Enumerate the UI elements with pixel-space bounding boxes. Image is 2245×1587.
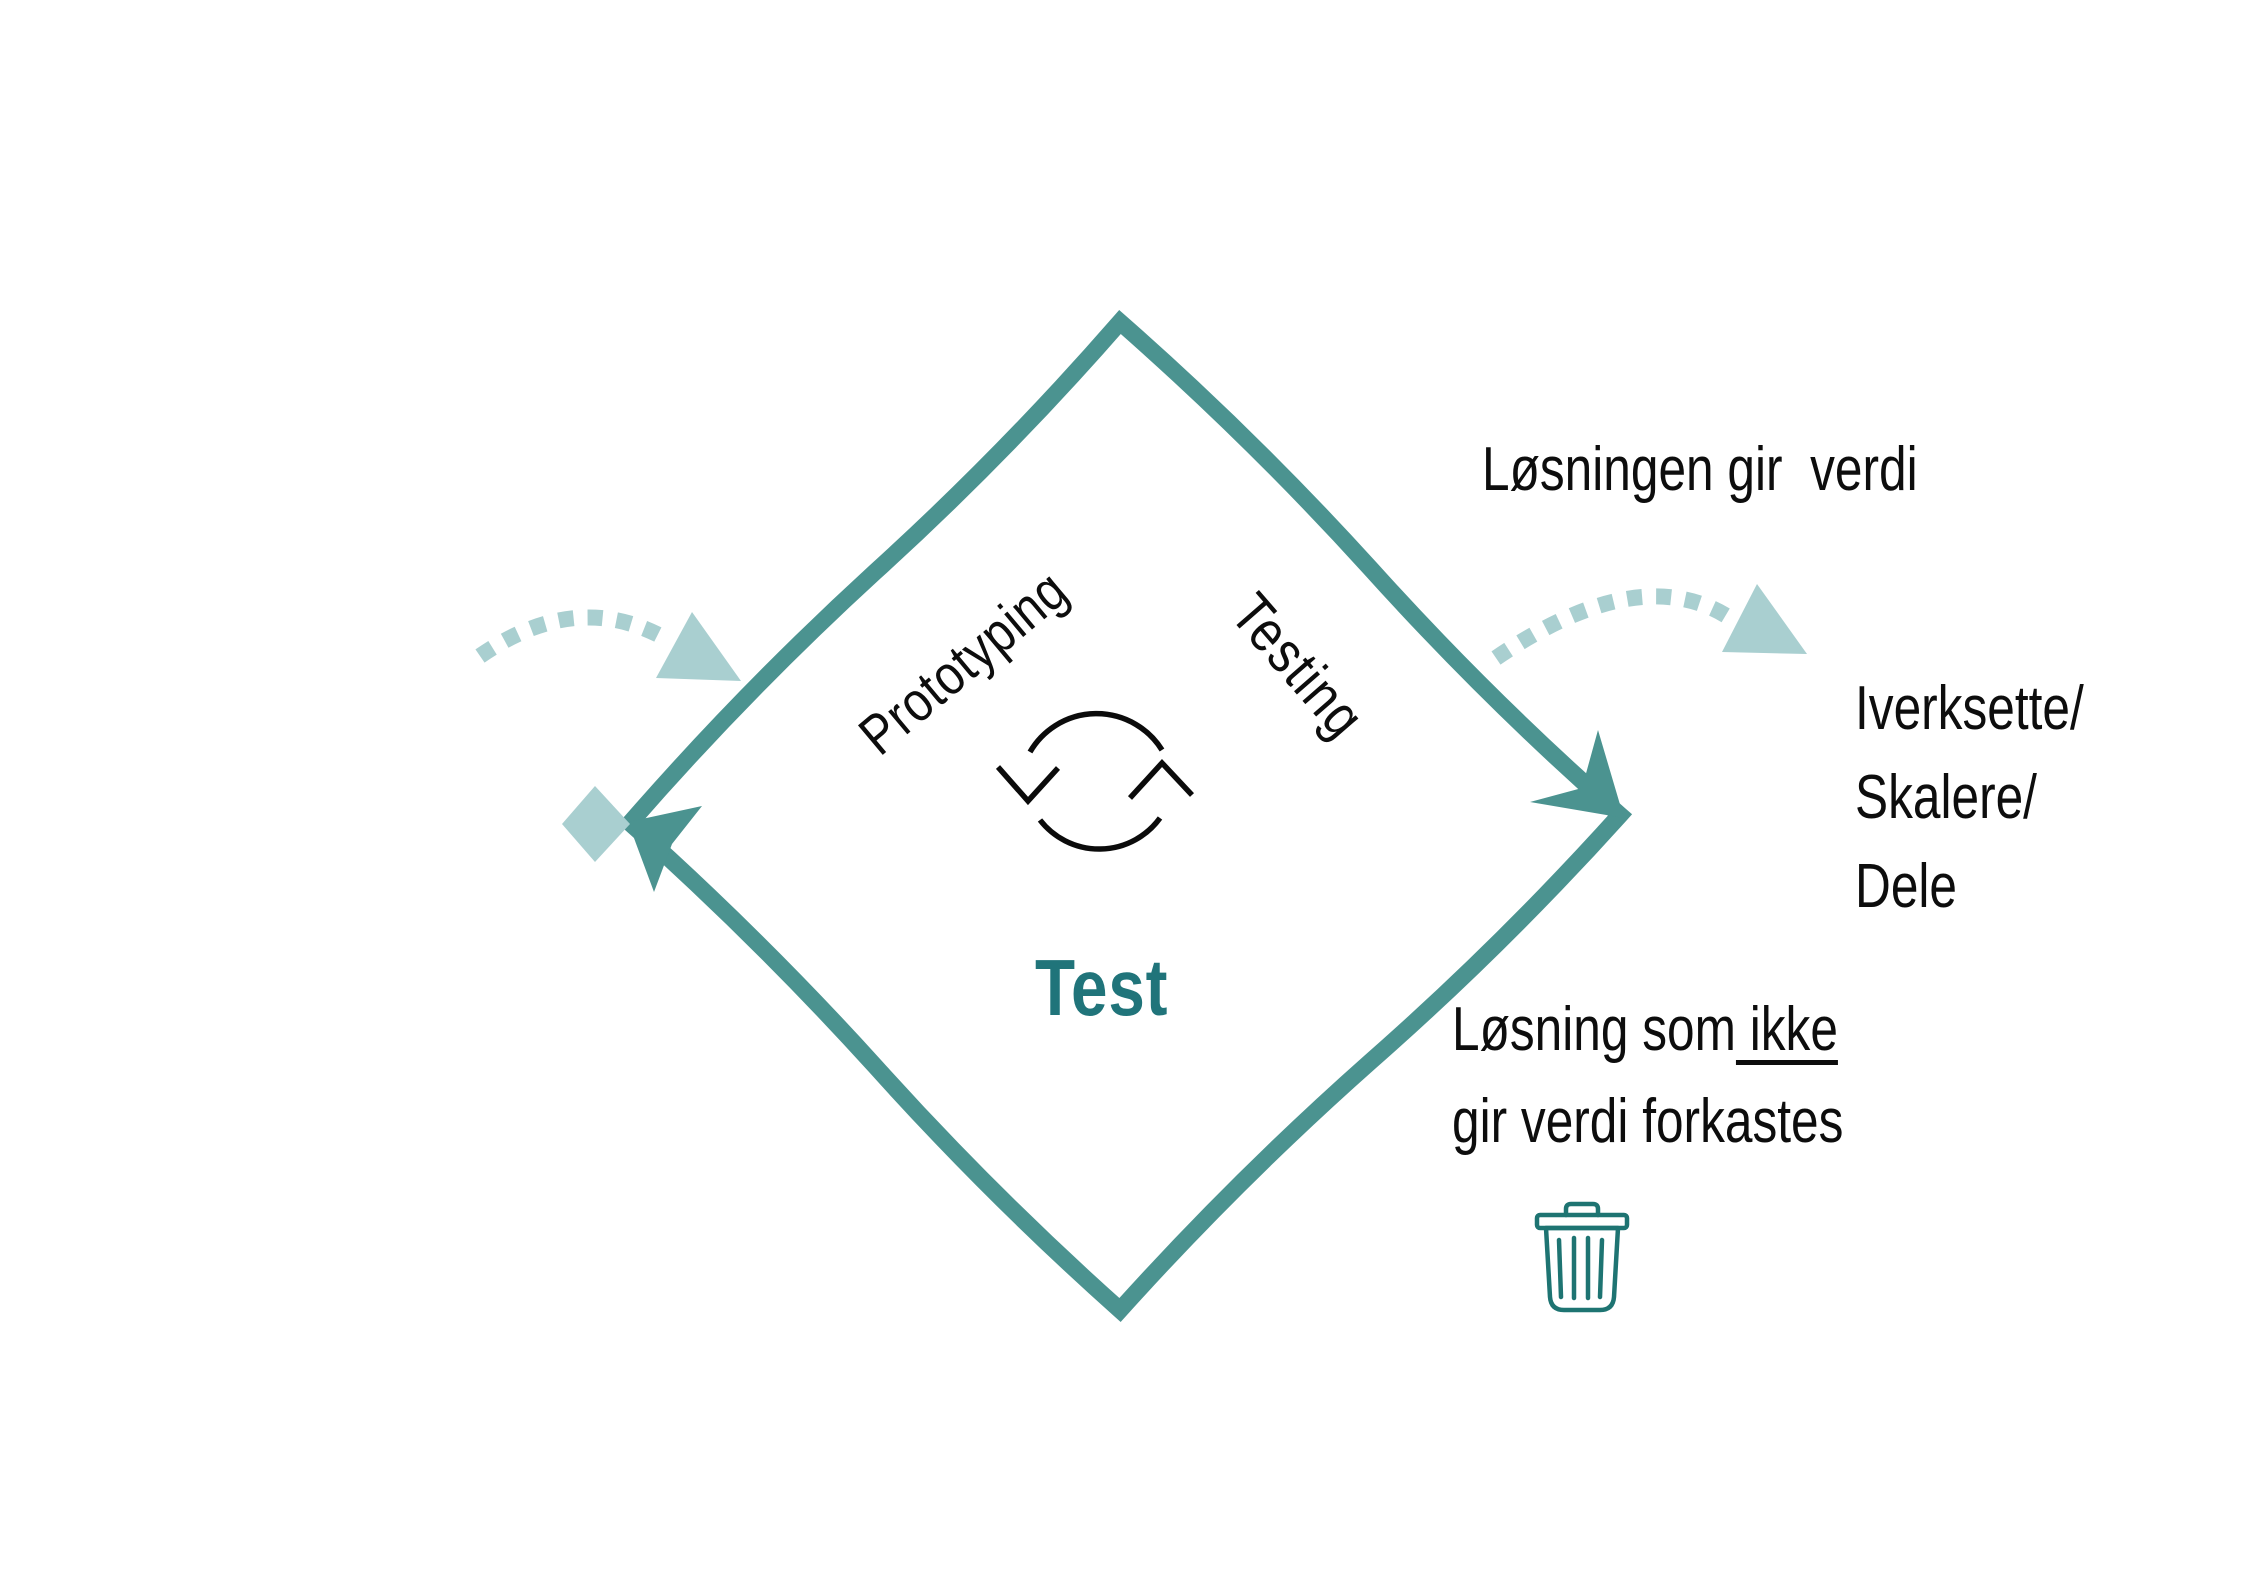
note-discard: Løsning som ikke gir verdi forkastes — [1452, 984, 1843, 1168]
cycle-top-arc — [1027, 710, 1165, 754]
small-diamond-marker — [562, 786, 630, 862]
note-discard-line-2: gir verdi forkastes — [1452, 1087, 1844, 1156]
dashed-exit-arc — [1491, 588, 1735, 665]
note-actions: Iverksette/ Skalere/ Dele — [1855, 664, 2084, 931]
note-discard-line-1: Løsning som ikke — [1452, 984, 1843, 1076]
trash-handle — [1563, 1201, 1601, 1218]
trash-icon — [1534, 1201, 1630, 1313]
cycle-arrowhead-up — [1127, 758, 1195, 800]
note-discard-line1-underlined: ikke — [1735, 995, 1838, 1064]
cycle-bottom-arc — [1037, 816, 1163, 852]
dashed-entry-arrow — [475, 609, 741, 681]
exit-arrowhead-triangle — [1722, 584, 1807, 654]
dashed-entry-arc — [475, 609, 672, 663]
trash-body — [1543, 1225, 1621, 1313]
diamond-flow-arrowhead-right — [1530, 730, 1624, 818]
note-action-line-1: Iverksette/ — [1855, 674, 2084, 743]
diamond-flow-arrowhead-left — [628, 806, 702, 892]
note-solution-gives-value: Løsningen gir verdi — [1482, 435, 1918, 504]
cycle-arrowhead-down — [995, 765, 1061, 806]
trash-ridges — [1556, 1235, 1605, 1301]
cycle-arrows-icon — [995, 710, 1195, 852]
diamond-center-label: Test — [1035, 943, 1169, 1032]
note-action-line-2: Skalere/ — [1855, 763, 2037, 832]
entry-arrowhead-triangle — [656, 612, 741, 681]
note-action-line-3: Dele — [1855, 852, 1958, 921]
dashed-exit-arrow — [1491, 584, 1807, 665]
note-discard-line1-text: Løsning som — [1452, 995, 1736, 1064]
